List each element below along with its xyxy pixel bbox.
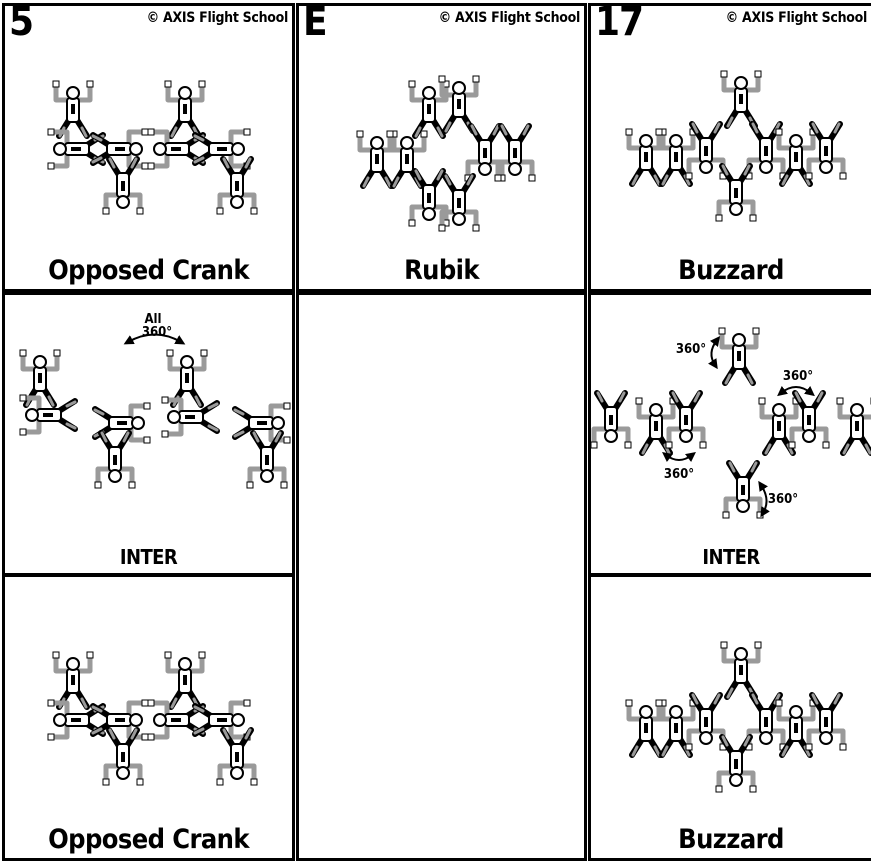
skydiver-icon xyxy=(655,699,697,758)
skydiver-icon xyxy=(192,699,251,741)
skydiver-icon xyxy=(722,460,764,519)
skydiver-icon xyxy=(836,397,871,456)
copyright-text: © AXIS Flight School xyxy=(725,10,868,26)
rubik-formation xyxy=(356,75,536,232)
skydiver-icon xyxy=(216,727,258,786)
inter-cell-right: 360° 360° 360° 360° INTER xyxy=(588,292,871,576)
skydiver-icon xyxy=(90,699,149,741)
skydiver-icon xyxy=(464,123,506,182)
skydiver-icon xyxy=(19,394,78,436)
skydiver-icon xyxy=(166,349,208,408)
skydiver-icon xyxy=(715,163,757,222)
skydiver-icon xyxy=(665,390,707,449)
empty-cell xyxy=(296,292,587,861)
skydiver-icon xyxy=(216,156,258,215)
skydiver-icon xyxy=(408,168,450,227)
skydiver-icon xyxy=(438,75,480,134)
block-number: 17 xyxy=(595,3,644,45)
opposed-crank-formation-repeat xyxy=(47,651,258,786)
formation-title: Buzzard xyxy=(678,255,784,286)
skydiver-icon xyxy=(356,130,398,189)
skydiver-icon xyxy=(718,327,760,386)
skydiver-icon xyxy=(102,156,144,215)
rotation-arrow-icon xyxy=(662,451,696,463)
skydiver-icon xyxy=(94,430,136,489)
rotation-360-label: 360° xyxy=(783,369,813,384)
note-all-label: All xyxy=(144,312,161,327)
rotation-arrow-icon xyxy=(708,336,721,370)
skydiver-icon xyxy=(655,128,697,187)
buzzard-formation xyxy=(625,70,847,222)
skydiver-icon xyxy=(805,121,847,180)
skydiver-icon xyxy=(192,128,251,170)
skydiver-icon xyxy=(386,130,428,189)
copyright-text: © AXIS Flight School xyxy=(146,10,289,26)
rotation-360-label: 360° xyxy=(676,342,706,357)
formation-title: Opposed Crank xyxy=(48,824,249,855)
skydiver-icon xyxy=(164,80,206,139)
block-17-cell: 17 © AXIS Flight School Buzzard xyxy=(588,3,871,292)
skydiver-icon xyxy=(625,128,667,187)
skydiver-icon xyxy=(758,397,800,456)
skydiver-icon xyxy=(246,430,288,489)
skydiver-icon xyxy=(720,70,762,129)
skydiver-icon xyxy=(232,402,291,444)
skydiver-icon xyxy=(90,128,149,170)
opposed-crank-repeat-cell: Opposed Crank xyxy=(2,574,295,861)
rotation-arrow-icon xyxy=(777,385,815,397)
rotation-arrow-icon xyxy=(123,333,186,345)
skydiver-icon xyxy=(102,727,144,786)
formation-title: Opposed Crank xyxy=(48,255,249,286)
block-5-cell: 5 © AXIS Flight School Opposed Crank xyxy=(2,3,295,292)
skydiver-icon xyxy=(715,734,757,793)
skydiver-icon xyxy=(52,80,94,139)
skydiver-icon xyxy=(408,80,450,139)
buzzard-formation-repeat xyxy=(625,641,847,793)
block-e-cell: E © AXIS Flight School Rubik xyxy=(296,3,587,292)
copyright-text: © AXIS Flight School xyxy=(438,10,581,26)
inter-right-diagram: 360° 360° 360° 360° xyxy=(591,327,871,519)
skydiver-icon xyxy=(635,397,677,456)
formation-title: Buzzard xyxy=(678,824,784,855)
skydiver-icon xyxy=(161,396,220,438)
rotation-360-label: 360° xyxy=(664,467,694,482)
skydiver-icon xyxy=(438,173,480,232)
inter-title: INTER xyxy=(702,545,760,569)
skydiver-icon xyxy=(164,651,206,710)
skydiver-icon xyxy=(720,641,762,700)
skydiver-icon xyxy=(805,692,847,751)
skydiver-icon xyxy=(52,651,94,710)
skydiver-icon xyxy=(685,692,727,751)
block-number: 5 xyxy=(9,3,34,45)
skydiver-icon xyxy=(591,390,632,449)
buzzard-repeat-cell: Buzzard xyxy=(588,574,871,861)
block-number: E xyxy=(303,3,328,45)
skydiver-icon xyxy=(494,123,536,182)
rotation-arrow-icon xyxy=(758,480,770,518)
skydiver-icon xyxy=(685,121,727,180)
inter-title: INTER xyxy=(119,545,178,569)
opposed-crank-formation xyxy=(47,80,258,215)
skydiver-icon xyxy=(745,692,787,751)
note-360-label: 360° xyxy=(142,325,172,340)
skydiver-icon xyxy=(625,699,667,758)
rotation-360-label: 360° xyxy=(768,492,798,507)
skydiver-icon xyxy=(745,121,787,180)
formation-title: Rubik xyxy=(404,255,479,286)
